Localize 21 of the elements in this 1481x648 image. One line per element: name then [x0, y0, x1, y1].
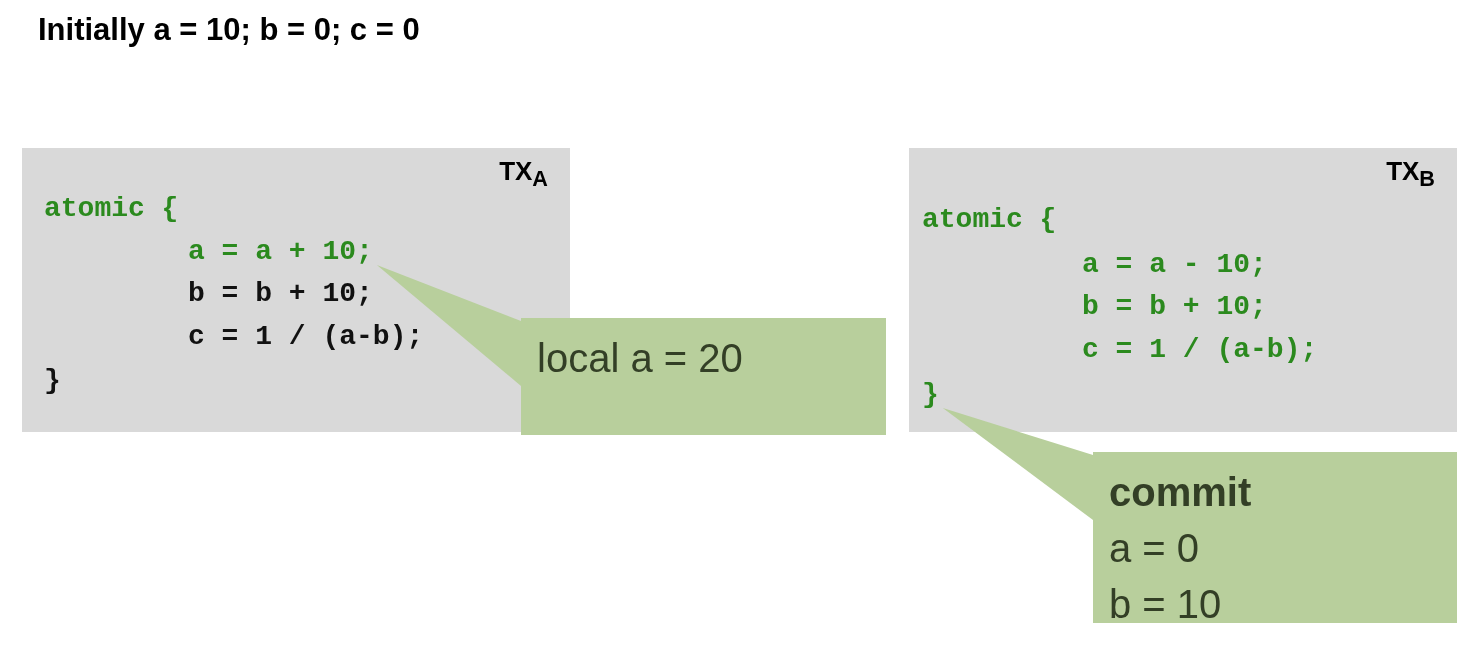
callout-pointer — [376, 265, 521, 386]
code-line: b = b + 10; — [1082, 290, 1267, 324]
callout-pointer — [942, 408, 1093, 520]
title: Initially a = 10; b = 0; c = 0 — [38, 12, 420, 48]
code-line: } — [44, 364, 61, 398]
transaction-label: TX$_{A}$ — [499, 156, 548, 193]
code-line: a = a + 10; — [188, 235, 373, 269]
callout-text: local a = 20 — [537, 335, 744, 382]
code-line: atomic { — [922, 203, 1057, 237]
code-panel — [909, 148, 1457, 432]
code-line: b = b + 10; — [188, 277, 373, 311]
callout-box — [1093, 452, 1457, 623]
transaction-label: TX$_{B}$ — [1386, 156, 1435, 193]
code-line: a = a - 10; — [1082, 248, 1267, 282]
code-line: c = 1 / (a-b); — [188, 320, 424, 354]
callout-text: b = 10 — [1109, 581, 1223, 628]
callout-heading: commit — [1109, 469, 1253, 516]
code-line: } — [922, 378, 939, 412]
callout-text: a = 0 — [1109, 525, 1201, 572]
code-line: atomic { — [44, 192, 179, 226]
code-line: c = 1 / (a-b); — [1082, 333, 1318, 367]
